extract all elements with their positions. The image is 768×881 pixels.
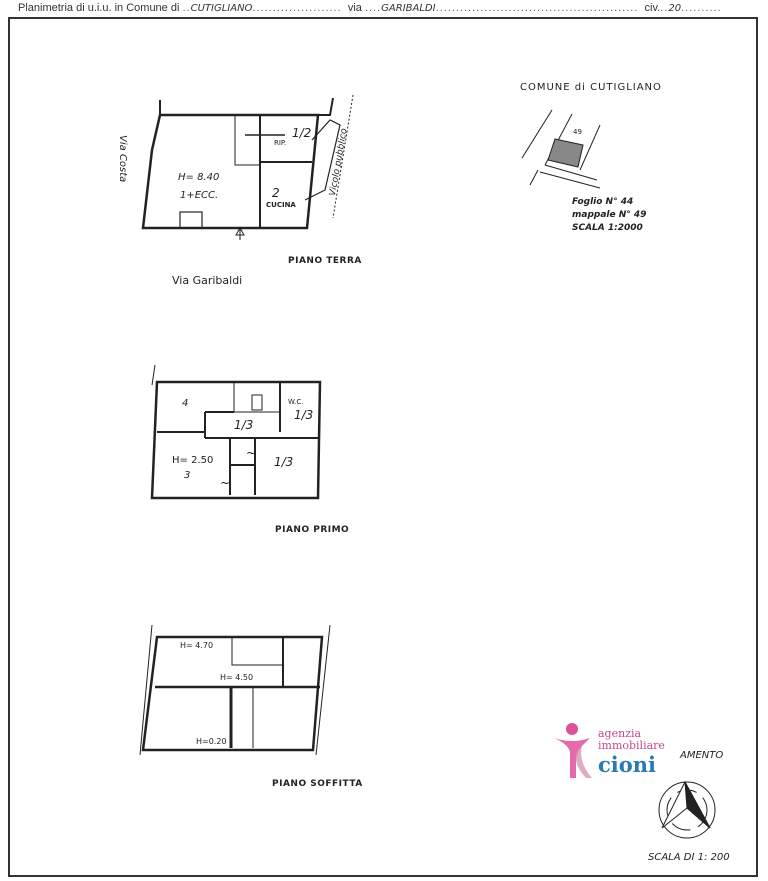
attic-height-2: H= 4.50 xyxy=(220,673,254,682)
parcel-number: 49 xyxy=(573,128,582,136)
room-4-label: 4 xyxy=(182,398,189,409)
form-header: Planimetria di u.i.u. in Comune di ..CUT… xyxy=(18,2,722,14)
attic-height-3: H=0.20 xyxy=(196,737,227,746)
orientation-label: AMENTO xyxy=(680,750,724,761)
room-right-fraction: 1/3 xyxy=(274,455,294,469)
room-3-label: 3 xyxy=(184,470,191,481)
kitchen-number: 2 xyxy=(272,186,280,200)
drawing-frame xyxy=(8,17,758,877)
foglio-label: Foglio N° 44 xyxy=(572,197,634,207)
corridor-fraction: 1/3 xyxy=(234,418,254,432)
first-floor-plan xyxy=(150,364,322,500)
street-label-via-costa: Via Costa xyxy=(117,135,128,183)
room-3-height: H= 2.50 xyxy=(172,455,214,466)
ground-room-label: 1+ECC. xyxy=(180,190,219,201)
scale-label: SCALA DI 1: 200 xyxy=(648,852,730,863)
wc-fraction: 1/3 xyxy=(294,408,314,422)
attic-height-1: H= 4.70 xyxy=(180,641,214,650)
comune-value: CUTIGLIANO xyxy=(190,3,253,14)
wc-label: W.C. xyxy=(288,398,304,406)
street-label-via-garibaldi: Via Garibaldi xyxy=(172,274,243,287)
via-label: via xyxy=(347,2,362,14)
tilde-mark-1: ~ xyxy=(246,446,257,460)
location-map-sketch xyxy=(521,109,601,189)
scala-map-label: SCALA 1:2000 xyxy=(572,223,643,233)
rip-room-label: RIP. xyxy=(274,139,287,147)
civ-label: civ. xyxy=(644,2,661,14)
header-label: Planimetria di u.i.u. in Comune di xyxy=(18,2,180,14)
ground-room-height: H= 8.40 xyxy=(178,172,220,183)
tilde-mark-2: ~ xyxy=(220,476,231,490)
ground-floor-plan xyxy=(141,94,354,240)
logo-text-cioni: cioni xyxy=(598,752,657,777)
location-map-title: COMUNE di CUTIGLIANO xyxy=(520,82,662,93)
first-floor-caption: PIANO PRIMO xyxy=(275,525,350,535)
via-value: GARIBALDI xyxy=(381,3,436,14)
mappale-label: mappale N° 49 xyxy=(572,210,647,220)
rip-room-fraction: 1/2 xyxy=(292,126,312,140)
north-arrow-icon xyxy=(658,780,716,839)
ground-floor-caption: PIANO TERRA xyxy=(288,256,362,266)
attic-plan xyxy=(139,624,331,756)
attic-caption: PIANO SOFFITTA xyxy=(272,779,363,789)
civ-value: 20 xyxy=(668,3,682,14)
kitchen-label: CUCINA xyxy=(266,201,296,209)
logo-mark-icon xyxy=(554,723,592,778)
